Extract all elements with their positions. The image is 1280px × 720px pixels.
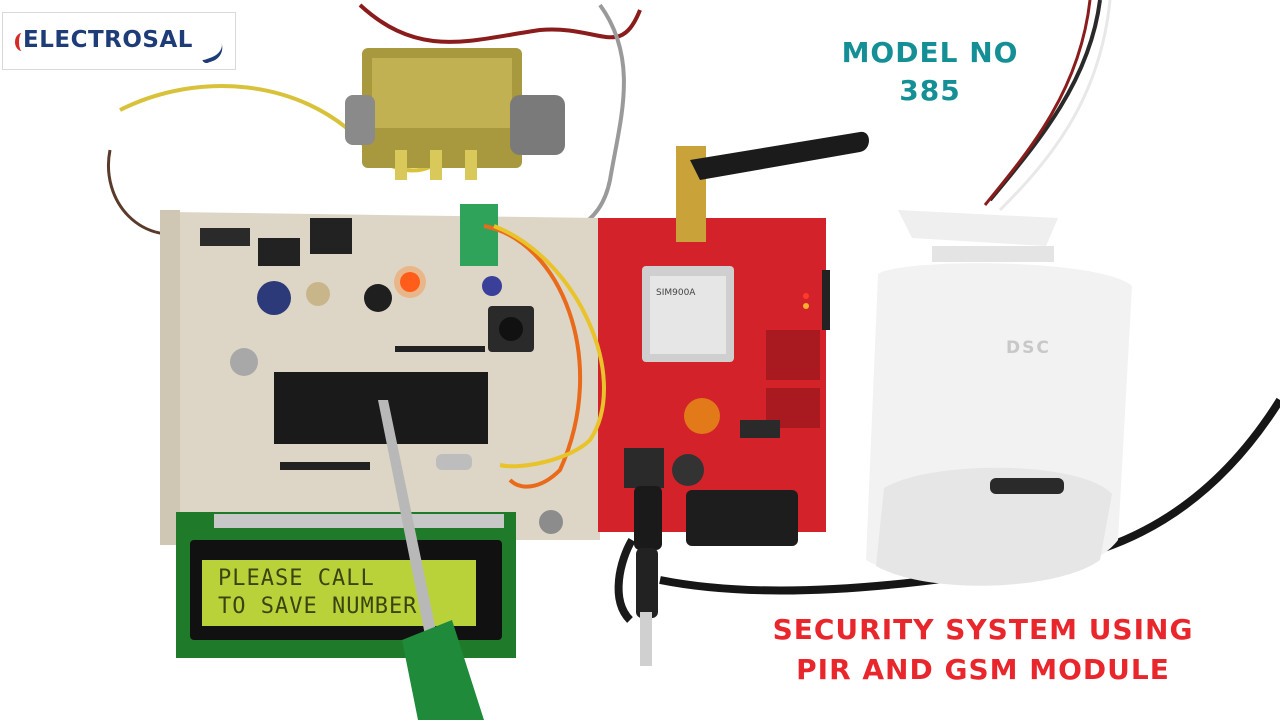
project-caption: SECURITY SYSTEM USING PIR AND GSM MODULE bbox=[748, 610, 1218, 690]
lcd-text-line-2: TO SAVE NUMBER bbox=[218, 594, 418, 619]
electrosal-logo: ELECTROSAL bbox=[2, 12, 236, 70]
logo-blue-swoosh-icon bbox=[195, 33, 227, 65]
antenna bbox=[676, 131, 869, 242]
logo-text: ELECTROSAL bbox=[23, 27, 193, 53]
wire-red-top bbox=[358, 3, 642, 44]
transformer bbox=[345, 48, 565, 180]
wire-orange bbox=[483, 224, 583, 489]
gsm-chip-label: SIM900A bbox=[656, 288, 696, 298]
model-number: MODEL NO 385 bbox=[830, 34, 1030, 110]
gsm-board bbox=[598, 218, 830, 546]
screwdriver bbox=[378, 400, 484, 720]
model-label: MODEL NO bbox=[841, 36, 1019, 69]
lcd-text-line-1: PLEASE CALL bbox=[218, 566, 375, 591]
sensor-brand: DSC bbox=[1006, 338, 1051, 358]
wire-red-right bbox=[983, 0, 1092, 206]
logo-red-swoosh-icon bbox=[15, 33, 29, 51]
caption-line-2: PIR AND GSM MODULE bbox=[796, 653, 1170, 686]
wire-white-right bbox=[998, 0, 1112, 212]
model-value: 385 bbox=[899, 74, 961, 107]
caption-line-1: SECURITY SYSTEM USING bbox=[772, 613, 1194, 646]
wire-yellow-jumper bbox=[493, 224, 606, 469]
pir-sensor bbox=[866, 210, 1132, 586]
wire-yellow-left bbox=[119, 84, 442, 173]
main-pcb bbox=[160, 204, 600, 545]
